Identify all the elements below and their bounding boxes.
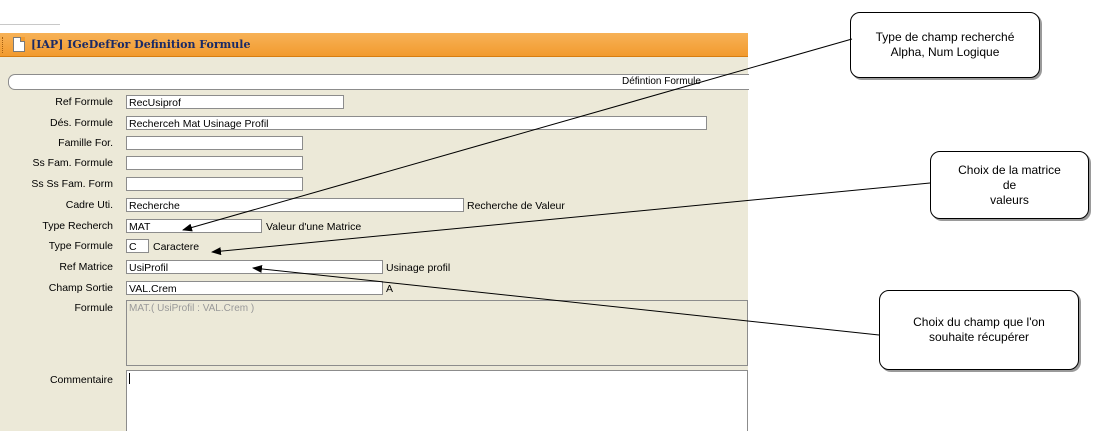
callout-type-champ-line1: Type de champ recherché [875, 30, 1015, 44]
commentaire-label: Commentaire [49, 374, 113, 386]
famille-for-field[interactable] [126, 136, 303, 150]
ref-formule-field[interactable]: RecUsiprof [126, 95, 344, 109]
type-formule-description: Caractere [153, 241, 200, 253]
type-recherch-description: Valeur d'une Matrice [266, 221, 362, 233]
section-title: Défintion Formule [622, 76, 701, 87]
ss-ss-fam-form-label: Ss Ss Fam. Form [31, 178, 113, 190]
tab-edge [0, 24, 60, 30]
window-title-bar[interactable]: [IAP] IGeDefFor Definition Formule [0, 33, 748, 57]
type-formule-field[interactable]: C [126, 239, 149, 253]
ref-matrice-label: Ref Matrice [59, 261, 113, 273]
cadre-uti-description: Recherche de Valeur [467, 200, 565, 212]
window-title: [IAP] IGeDefFor Definition Formule [31, 38, 251, 51]
champ-sortie-field[interactable]: VAL.Crem [126, 281, 383, 295]
callout-matrice-line3: valeurs [990, 192, 1029, 207]
ss-fam-formule-field[interactable] [126, 156, 303, 170]
callout-matrice-line1: Choix de la matrice [958, 162, 1061, 177]
callout-matrice: Choix de la matrice de valeurs [930, 151, 1089, 219]
cadre-uti-label: Cadre Uti. [65, 199, 113, 211]
section-header: Défintion Formule [8, 74, 749, 90]
top-tab-strip [0, 0, 750, 30]
callout-matrice-line2: de [1002, 177, 1017, 192]
commentaire-textarea[interactable] [126, 370, 748, 431]
callout-champ-line1: Choix du champ que l'on [913, 315, 1045, 329]
des-formule-field[interactable]: Recherceh Mat Usinage Profil [126, 116, 707, 130]
formule-label: Formule [74, 302, 113, 314]
document-icon [13, 37, 25, 52]
ref-matrice-description: Usinage profil [386, 262, 451, 274]
cadre-uti-field[interactable]: Recherche [126, 198, 464, 212]
callout-champ-line2: souhaite récupérer [928, 330, 1030, 344]
callout-champ: Choix du champ que l'on souhaite récupér… [879, 290, 1079, 370]
callout-type-champ: Type de champ recherché Alpha, Num Logiq… [850, 12, 1040, 78]
type-recherch-field[interactable]: MAT [126, 219, 262, 233]
des-formule-label: Dés. Formule [49, 117, 113, 129]
type-recherch-label: Type Recherch [42, 220, 113, 232]
ss-ss-fam-form-field[interactable] [126, 177, 303, 191]
famille-for-label: Famille For. [58, 137, 113, 149]
type-formule-label: Type Formule [48, 240, 113, 252]
champ-sortie-label: Champ Sortie [48, 282, 113, 294]
champ-sortie-description: A [386, 283, 394, 295]
text-cursor [129, 373, 130, 384]
grip-handle[interactable] [2, 36, 7, 53]
callout-type-champ-line2: Alpha, Num Logique [890, 45, 1000, 59]
ss-fam-formule-label: Ss Fam. Formule [32, 157, 113, 169]
ref-matrice-field[interactable]: UsiProfil [126, 260, 383, 274]
formule-display: MAT.( UsiProfil : VAL.Crem ) [126, 300, 748, 366]
ref-formule-label: Ref Formule [55, 96, 113, 108]
formule-value: MAT.( UsiProfil : VAL.Crem ) [129, 303, 255, 314]
